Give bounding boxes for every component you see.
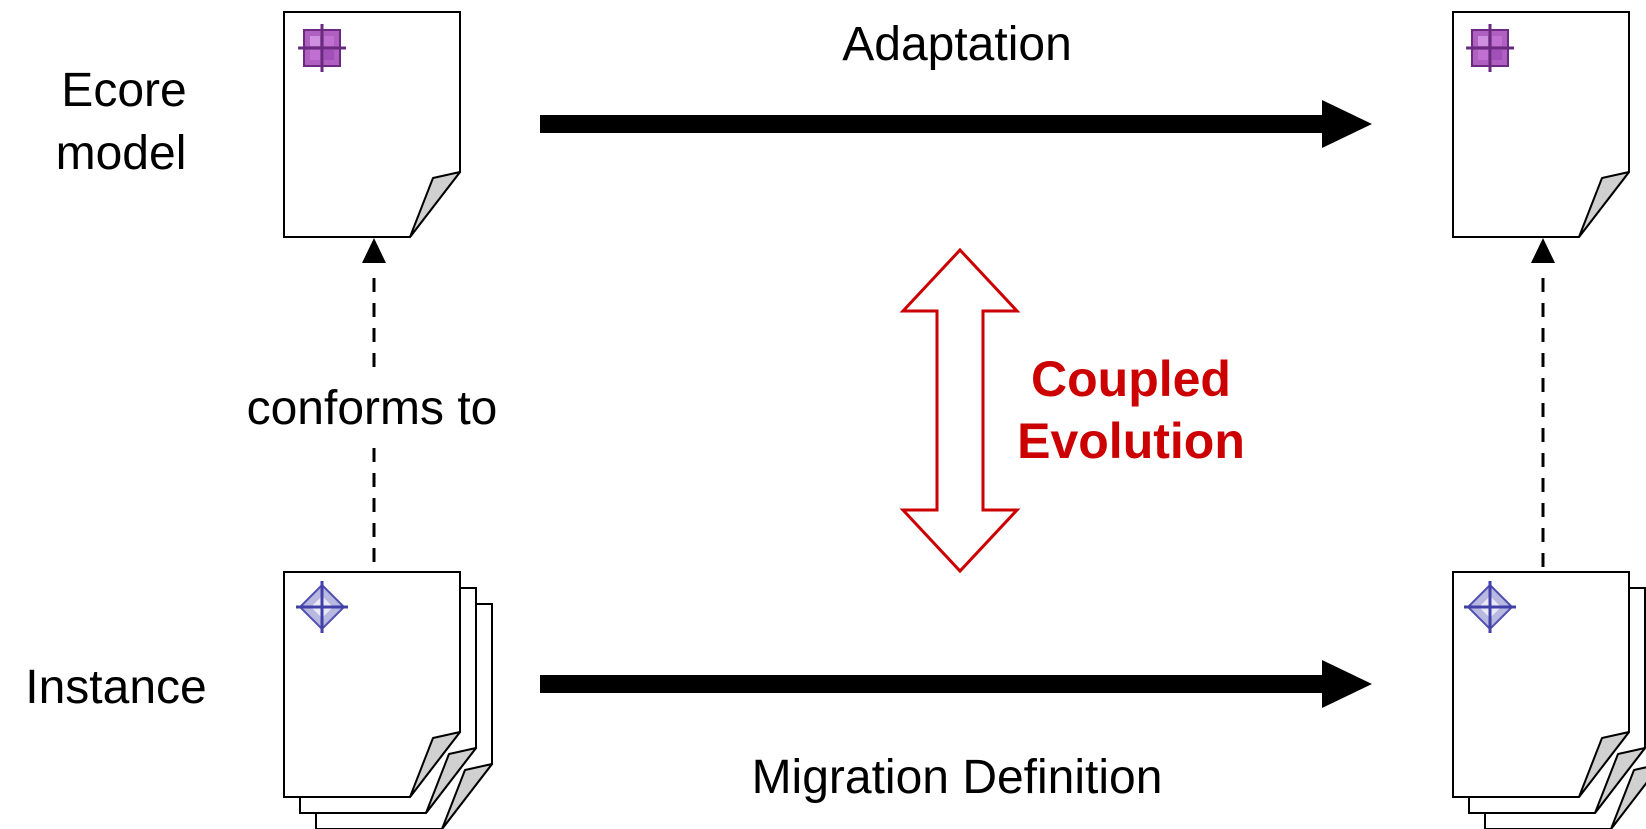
adaptation-label: Adaptation (842, 18, 1072, 71)
conforms-to-arrow-right (1531, 238, 1555, 572)
coupled-evolution-label-line1: Coupled (1031, 351, 1231, 407)
instance-documents-right (1452, 571, 1646, 829)
migration-definition-label: Migration Definition (752, 751, 1163, 804)
adaptation-arrow (540, 100, 1372, 148)
conforms-to-arrow-left (362, 238, 386, 572)
coupled-evolution-label-line2: Evolution (1017, 413, 1245, 469)
migration-arrow (540, 660, 1372, 708)
ecore-model-label-line2: model (56, 127, 187, 180)
ecore-model-document-left (283, 11, 461, 238)
ecore-model-label-line1: Ecore (61, 64, 186, 117)
ecore-package-icon (296, 22, 348, 74)
ecore-package-icon (1464, 22, 1516, 74)
instance-documents-left (283, 571, 493, 829)
conforms-to-label: conforms to (247, 382, 498, 435)
ecore-model-document-right (1452, 11, 1630, 238)
coupled-evolution-double-arrow (899, 247, 1021, 574)
instance-label: Instance (25, 661, 206, 714)
